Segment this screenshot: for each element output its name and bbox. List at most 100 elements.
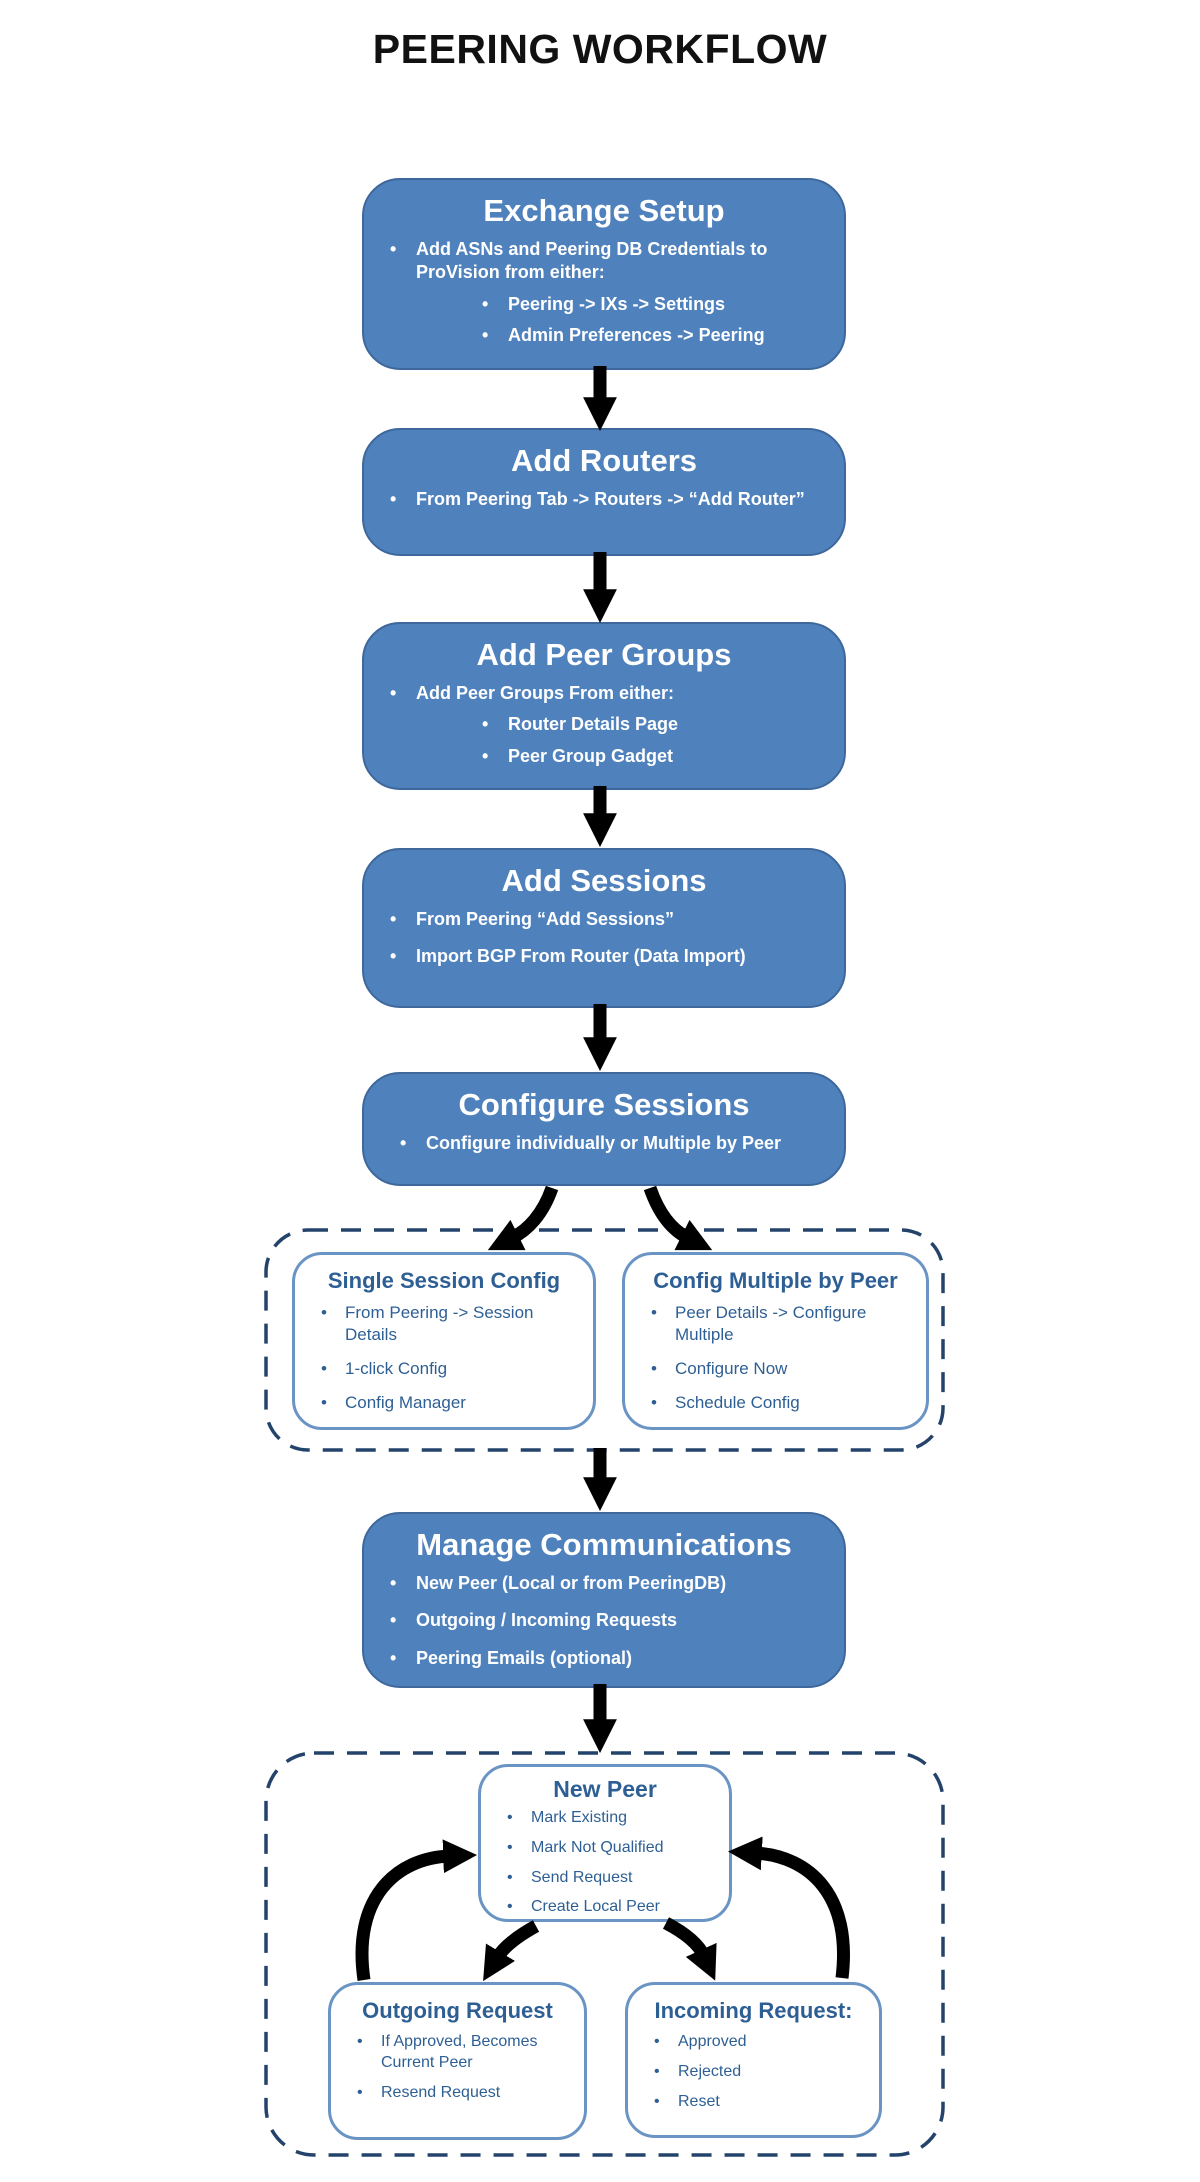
bullet-text: Mark Not Qualified	[531, 1838, 664, 1856]
bullet-item: • Peering -> IXs -> Settings	[482, 293, 818, 316]
box-title: Outgoing Request	[362, 1998, 553, 2023]
bullet-text: Resend Request	[381, 2083, 501, 2101]
bullet-item: • Add ASNs and Peering DB Credentials to …	[390, 238, 818, 285]
box-title: New Peer	[553, 1776, 657, 1802]
bullet-text: Configure individually or Multiple by Pe…	[426, 1133, 782, 1153]
flow-box-outgoing-request: Outgoing Request • If Approved, Becomes C…	[328, 1982, 587, 2140]
bullet-marker: •	[321, 1303, 327, 1322]
bullet-text: Create Local Peer	[531, 1898, 660, 1916]
bullet-marker: •	[357, 2033, 363, 2050]
bullet-item: • New Peer (Local or from PeeringDB)	[390, 1572, 818, 1595]
bullet-text: Add Peer Groups From either:	[416, 683, 675, 703]
arrow-incoming-to-new-peer	[728, 1836, 850, 1979]
bullet-text: Router Details Page	[508, 714, 679, 735]
arrow-configure-to-multiple-by-peer	[643, 1185, 713, 1251]
bullet-marker: •	[400, 1133, 407, 1153]
bullet-marker: •	[651, 1303, 657, 1322]
bullet-text: Mark Existing	[531, 1809, 628, 1826]
bullet-item: •Schedule Config	[651, 1392, 908, 1414]
bullet-list: •From Peering “Add Sessions” •Import BGP…	[364, 908, 844, 969]
bullet-marker: •	[390, 1610, 397, 1631]
arrow-outgoing-to-new-peer	[355, 1839, 478, 1981]
bullet-text: Admin Preferences -> Peering	[508, 325, 765, 346]
box-title: Add Peer Groups	[476, 637, 732, 672]
bullet-marker: •	[390, 946, 397, 967]
bullet-text: Add ASNs and Peering DB Credentials to P…	[416, 239, 768, 283]
bullet-text: Peering Emails (optional)	[416, 1647, 633, 1668]
bullet-text: Outgoing / Incoming Requests	[416, 1610, 677, 1631]
flow-box-configure-sessions: Configure Sessions • Configure individual…	[362, 1072, 846, 1186]
bullet-item: •Mark Existing	[507, 1808, 711, 1829]
box-title: Add Sessions	[501, 863, 707, 898]
box-title: Incoming Request:	[654, 1998, 853, 2023]
bullet-text: If Approved, Becomes Current Peer	[381, 2033, 538, 2071]
box-title: Configure Sessions	[458, 1087, 750, 1122]
bullet-marker: •	[654, 2062, 660, 2080]
bullet-text: New Peer (Local or from PeeringDB)	[416, 1573, 727, 1593]
bullet-item: • Outgoing / Incoming Requests	[390, 1609, 818, 1632]
box-title: Config Multiple by Peer	[653, 1268, 898, 1293]
bullet-text: Approved	[678, 2033, 747, 2050]
page-title: PEERING WORKFLOW	[372, 26, 828, 72]
bullet-item: • Add Peer Groups From either:	[390, 682, 818, 705]
bullet-marker: •	[482, 714, 489, 735]
bullet-list: • Add Peer Groups From either: • Router De…	[364, 682, 844, 768]
bullet-list: • Peer Details -> Configure Multiple •Con…	[625, 1302, 926, 1414]
bullet-text: 1-click Config	[345, 1359, 448, 1379]
bullet-item: • If Approved, Becomes Current Peer	[357, 2032, 566, 2074]
bullet-marker: •	[390, 683, 397, 703]
bullet-list: •Approved •Rejected •Reset	[628, 2032, 879, 2112]
bullet-marker: •	[390, 1573, 397, 1593]
bullet-marker: •	[507, 1868, 513, 1886]
bullet-marker: •	[357, 2083, 363, 2101]
bullet-text: From Peering Tab -> Routers -> “Add Rout…	[416, 489, 805, 509]
bullet-marker: •	[390, 239, 397, 259]
bullet-item: •From Peering -> Session Details	[321, 1302, 575, 1346]
bullet-text: Peer Details -> Configure Multiple	[675, 1303, 867, 1345]
arrow-new-peer-to-outgoing	[483, 1920, 540, 1982]
bullet-item: •Configure Now	[651, 1358, 908, 1380]
box-title: Add Routers	[511, 443, 697, 478]
box-title: Single Session Config	[327, 1268, 561, 1293]
bullet-item: • Send Request	[507, 1868, 711, 1889]
bullet-list: •Mark Existing •Mark Not Qualified •Send…	[481, 1808, 729, 1918]
bullet-marker: •	[482, 745, 489, 766]
flow-box-config-multiple-by-peer: Config Multiple by Peer • Peer Details ->…	[622, 1252, 929, 1430]
flow-box-add-peer-groups: Add Peer Groups • Add Peer Groups From ei…	[362, 622, 846, 790]
bullet-item: • Create Local Peer	[507, 1897, 711, 1918]
box-title: Manage Communications	[416, 1527, 792, 1562]
bullet-list: •From Peering -> Session Details • 1-clic…	[295, 1302, 593, 1414]
bullet-text: Peer Group Gadget	[508, 745, 674, 766]
flow-box-add-sessions: Add Sessions •From Peering “Add Sessions…	[362, 848, 846, 1008]
flow-box-exchange-setup: Exchange Setup • Add ASNs and Peering DB …	[362, 178, 846, 370]
bullet-text: Peering -> IXs -> Settings	[508, 293, 726, 314]
bullet-item: • Peer Group Gadget	[482, 745, 818, 768]
bullet-item: • Approved	[654, 2032, 861, 2053]
bullet-list: • New Peer (Local or from PeeringDB) • Out…	[364, 1572, 844, 1670]
flow-box-single-session-config: Single Session Config •From Peering -> S…	[292, 1252, 596, 1430]
bullet-list: • If Approved, Becomes Current Peer • Rese…	[331, 2032, 584, 2103]
bullet-marker: •	[507, 1838, 513, 1856]
bullet-marker: •	[321, 1393, 327, 1413]
bullet-marker: •	[321, 1359, 327, 1379]
bullet-list: • Configure individually or Multiple by P…	[364, 1132, 844, 1155]
flow-box-manage-communications: Manage Communications • New Peer (Local o…	[362, 1512, 846, 1688]
bullet-marker: •	[507, 1898, 513, 1916]
bullet-text: Import BGP From Router (Data Import)	[416, 946, 746, 967]
bullet-marker: •	[654, 2092, 660, 2110]
flow-box-incoming-request: Incoming Request: •Approved •Rejected •R…	[625, 1982, 882, 2138]
bullet-marker: •	[654, 2033, 660, 2050]
flow-box-add-routers: Add Routers •From Peering Tab -> Routers…	[362, 428, 846, 556]
bullet-item: • 1-click Config	[321, 1358, 575, 1380]
bullet-item: • Router Details Page	[482, 713, 818, 736]
bullet-marker: •	[482, 293, 489, 314]
bullet-text: Rejected	[678, 2062, 742, 2080]
arrow-new-peer-to-incoming	[662, 1917, 717, 1981]
bullet-item: • Peering Emails (optional)	[390, 1647, 818, 1670]
bullet-item: •From Peering Tab -> Routers -> “Add Rou…	[390, 488, 818, 511]
bullet-list: •From Peering Tab -> Routers -> “Add Rou…	[364, 488, 844, 511]
box-title: Exchange Setup	[483, 193, 725, 228]
bullet-text: Send Request	[531, 1868, 633, 1886]
bullet-marker: •	[390, 1647, 397, 1668]
